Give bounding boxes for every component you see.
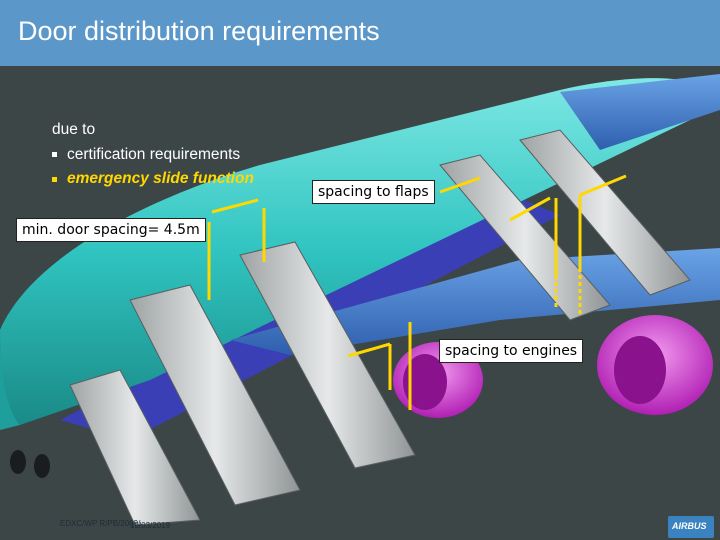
bullet-icon	[52, 152, 57, 158]
requirement-item: emergency slide function	[52, 167, 254, 192]
slide-3	[239, 241, 416, 469]
engines-spacing-label: spacing to engines	[439, 339, 584, 363]
tail-wing	[560, 74, 720, 150]
slide-4	[439, 154, 611, 321]
airbus-logo: AIRBUS	[668, 516, 714, 538]
engine-right	[597, 315, 713, 415]
main-wing	[230, 248, 720, 355]
door-spacing-label: min. door spacing= 4.5m	[16, 218, 206, 242]
requirement-item: certification requirements	[52, 143, 254, 168]
slide-2	[129, 284, 301, 506]
document-reference: EDXC/WP R/PB/2009/	[60, 519, 141, 528]
aircraft-illustration	[0, 66, 720, 540]
door-spacing-marker	[207, 198, 266, 300]
slide-5	[519, 129, 691, 296]
bullet-icon	[52, 176, 57, 182]
document-date: 15/03/2019	[130, 521, 171, 530]
flaps-spacing-marker	[439, 174, 627, 315]
slide-1	[69, 369, 201, 526]
requirement-item-label: certification requirements	[67, 145, 241, 163]
title-bar: Door distribution requirements	[0, 0, 720, 66]
airbus-logo-text: AIRBUS	[672, 521, 707, 531]
nose	[0, 330, 20, 430]
page-title: Door distribution requirements	[18, 16, 380, 46]
landing-gear	[10, 450, 50, 478]
requirements-intro: due to	[52, 121, 96, 138]
engines-spacing-marker	[347, 322, 412, 410]
requirement-item-label: emergency slide function	[67, 170, 254, 187]
flaps-spacing-label: spacing to flaps	[312, 180, 435, 204]
requirements-list: due to certification requirements emerge…	[52, 118, 254, 192]
